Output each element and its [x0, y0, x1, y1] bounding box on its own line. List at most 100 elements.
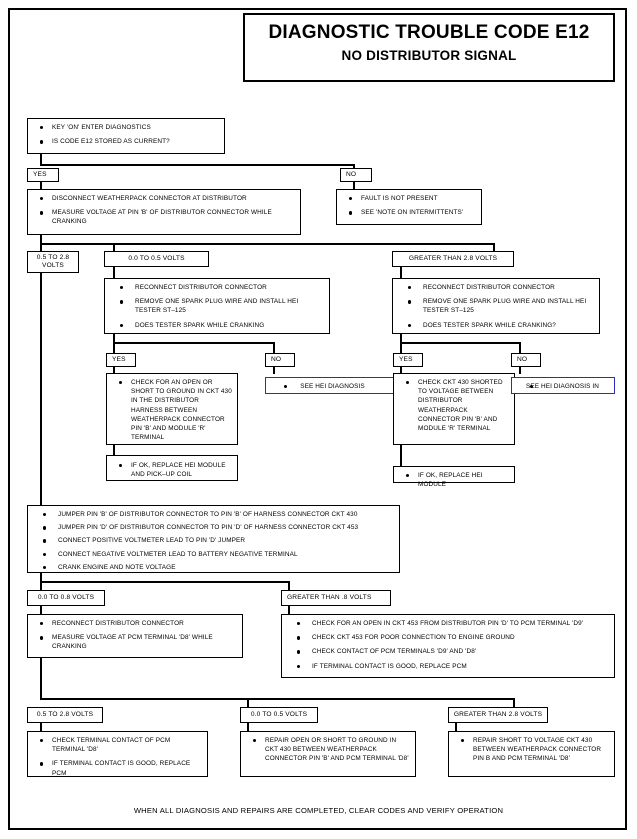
list-item: MEASURE VOLTAGE AT PIN 'B' OF DISTRIBUTO… — [32, 208, 295, 226]
ckt453-checks-bullets: CHECK FOR AN OPEN IN CKT 453 FROM DISTRI… — [282, 615, 614, 675]
label-no-left-branch: NO — [265, 353, 295, 367]
connector — [455, 723, 457, 732]
connector — [40, 606, 42, 615]
connector — [113, 243, 115, 253]
list-item: CONNECT NEGATIVE VOLTMETER LEAD TO BATTE… — [32, 550, 394, 559]
node-ckt453-checks: CHECK FOR AN OPEN IN CKT 453 FROM DISTRI… — [281, 614, 615, 678]
connector — [40, 182, 42, 190]
list-item: CHECK TERMINAL CONTACT OF PCM TERMINAL '… — [32, 736, 202, 754]
connector — [519, 367, 521, 374]
list-item: IF OK, REPLACE HEI MODULE AND PICK–UP CO… — [111, 461, 232, 479]
connector — [40, 581, 42, 591]
connector — [247, 723, 249, 732]
left-yes-action-bullets: CHECK FOR AN OPEN OR SHORT TO GROUND IN … — [107, 374, 237, 446]
connector — [400, 334, 402, 344]
node-right-no-action: SEE HEI DIAGNOSIS IN — [511, 377, 615, 394]
label-voltage-low-tier2: 0.5 TO 2.8 VOLTS — [27, 251, 79, 273]
connector — [113, 445, 115, 457]
label-yes-tier1: YES — [27, 168, 59, 182]
list-item: SEE HEI DIAGNOSIS IN — [516, 382, 609, 391]
label-voltage-low-tier3: 0.0 TO 0.8 VOLTS — [27, 590, 105, 606]
pcm-measure-bullets: RECONNECT DISTRIBUTOR CONNECTOR MEASURE … — [28, 615, 242, 656]
connector — [273, 367, 275, 374]
list-item: REPAIR OPEN OR SHORT TO GROUND IN CKT 43… — [245, 736, 410, 764]
node-hei-test-right: RECONNECT DISTRIBUTOR CONNECTOR REMOVE O… — [392, 278, 600, 334]
list-item: DISCONNECT WEATHERPACK CONNECTOR AT DIST… — [32, 194, 295, 203]
node-no-branch: FAULT IS NOT PRESENT SEE 'NOTE ON INTERM… — [336, 189, 482, 225]
list-item: JUMPER PIN 'B' OF DISTRIBUTOR CONNECTOR … — [32, 510, 394, 519]
list-item: IF OK, REPLACE HEI MODULE — [398, 471, 509, 489]
left-yes-followup-bullets: IF OK, REPLACE HEI MODULE AND PICK–UP CO… — [107, 456, 237, 483]
right-yes-action-bullets: CHECK CKT 430 SHORTED TO VOLTAGE BETWEEN… — [394, 374, 514, 437]
connector — [40, 698, 515, 700]
list-item: REMOVE ONE SPARK PLUG WIRE AND INSTALL H… — [397, 297, 594, 315]
connector — [40, 723, 42, 732]
connector — [400, 445, 402, 467]
label-no-right-branch: NO — [511, 353, 541, 367]
node-start: KEY 'ON' ENTER DIAGNOSTICS IS CODE E12 S… — [27, 118, 225, 154]
list-item: CHECK FOR AN OPEN OR SHORT TO GROUND IN … — [111, 378, 232, 442]
list-item: KEY 'ON' ENTER DIAGNOSTICS — [32, 123, 219, 132]
no-branch-bullets: FAULT IS NOT PRESENT SEE 'NOTE ON INTERM… — [337, 190, 481, 221]
connector — [288, 581, 290, 591]
hei-test-right-bullets: RECONNECT DISTRIBUTOR CONNECTOR REMOVE O… — [393, 279, 599, 334]
connector — [400, 342, 521, 344]
label-voltage-mid-tier4: 0.0 TO 0.5 VOLTS — [240, 707, 318, 723]
list-item: RECONNECT DISTRIBUTOR CONNECTOR — [32, 619, 237, 628]
list-item: MEASURE VOLTAGE AT PCM TERMINAL 'D8' WHI… — [32, 633, 237, 651]
jumper-step-bullets: JUMPER PIN 'B' OF DISTRIBUTOR CONNECTOR … — [28, 506, 399, 580]
list-item: CONNECT POSITIVE VOLTMETER LEAD TO PIN '… — [32, 536, 394, 545]
list-item: REPAIR SHORT TO VOLTAGE CKT 430 BETWEEN … — [453, 736, 609, 764]
connector — [519, 342, 521, 354]
connector — [247, 698, 249, 708]
label-voltage-high-tier3: GREATER THAN .8 VOLTS — [281, 590, 391, 606]
connector — [40, 154, 42, 166]
connector — [400, 367, 402, 374]
node-final-right: REPAIR SHORT TO VOLTAGE CKT 430 BETWEEN … — [448, 731, 615, 777]
list-item: DOES TESTER SPARK WHILE CRANKING — [109, 321, 324, 330]
node-final-left: CHECK TERMINAL CONTACT OF PCM TERMINAL '… — [27, 731, 208, 777]
node-yes-branch: DISCONNECT WEATHERPACK CONNECTOR AT DIST… — [27, 189, 301, 235]
connector — [40, 164, 355, 166]
label-yes-left-branch: YES — [106, 353, 136, 367]
connector — [113, 334, 115, 344]
final-mid-bullets: REPAIR OPEN OR SHORT TO GROUND IN CKT 43… — [241, 732, 415, 768]
node-right-yes-action: CHECK CKT 430 SHORTED TO VOLTAGE BETWEEN… — [393, 373, 515, 445]
connector — [40, 573, 42, 583]
final-right-bullets: REPAIR SHORT TO VOLTAGE CKT 430 BETWEEN … — [449, 732, 614, 768]
connector — [40, 243, 495, 245]
label-no-tier1: NO — [340, 168, 372, 182]
node-left-no-action: SEE HEI DIAGNOSIS — [265, 377, 401, 394]
connector — [40, 581, 290, 583]
start-bullets: KEY 'ON' ENTER DIAGNOSTICS IS CODE E12 S… — [28, 119, 224, 150]
connector — [40, 688, 42, 698]
label-voltage-high-tier2: GREATER THAN 2.8 VOLTS — [392, 251, 514, 267]
list-item: IF TERMINAL CONTACT IS GOOD, REPLACE PCM — [286, 662, 609, 671]
label-voltage-mid-tier2: 0.0 TO 0.5 VOLTS — [104, 251, 209, 267]
connector — [40, 235, 42, 245]
page-border — [8, 8, 627, 830]
label-voltage-low-tier4: 0.5 TO 2.8 VOLTS — [27, 707, 103, 723]
page-subtitle: NO DISTRIBUTOR SIGNAL — [341, 48, 517, 63]
list-item: CRANK ENGINE AND NOTE VOLTAGE — [32, 563, 394, 572]
list-item: REMOVE ONE SPARK PLUG WIRE AND INSTALL H… — [109, 297, 324, 315]
connector — [513, 698, 515, 708]
node-jumper-step: JUMPER PIN 'B' OF DISTRIBUTOR CONNECTOR … — [27, 505, 400, 573]
connector — [113, 342, 115, 354]
connector — [113, 267, 115, 279]
node-final-mid: REPAIR OPEN OR SHORT TO GROUND IN CKT 43… — [240, 731, 416, 777]
list-item: JUMPER PIN 'D' OF DISTRIBUTOR CONNECTOR … — [32, 523, 394, 532]
list-item: SEE 'NOTE ON INTERMITTENTS' — [341, 208, 476, 217]
final-left-bullets: CHECK TERMINAL CONTACT OF PCM TERMINAL '… — [28, 732, 207, 782]
list-item: IF TERMINAL CONTACT IS GOOD, REPLACE PCM — [32, 759, 202, 777]
yes-branch-bullets: DISCONNECT WEATHERPACK CONNECTOR AT DIST… — [28, 190, 300, 231]
list-item: CHECK FOR AN OPEN IN CKT 453 FROM DISTRI… — [286, 619, 609, 628]
title-block: DIAGNOSTIC TROUBLE CODE E12 NO DISTRIBUT… — [243, 13, 615, 82]
list-item: RECONNECT DISTRIBUTOR CONNECTOR — [109, 283, 324, 292]
right-no-action-bullets: SEE HEI DIAGNOSIS IN — [512, 378, 614, 395]
connector — [113, 342, 275, 344]
connector — [400, 342, 402, 354]
node-right-yes-followup: IF OK, REPLACE HEI MODULE — [393, 466, 515, 488]
list-item: CHECK CONTACT OF PCM TERMINALS 'D9' AND … — [286, 647, 609, 656]
node-hei-test-left: RECONNECT DISTRIBUTOR CONNECTOR REMOVE O… — [104, 278, 330, 334]
